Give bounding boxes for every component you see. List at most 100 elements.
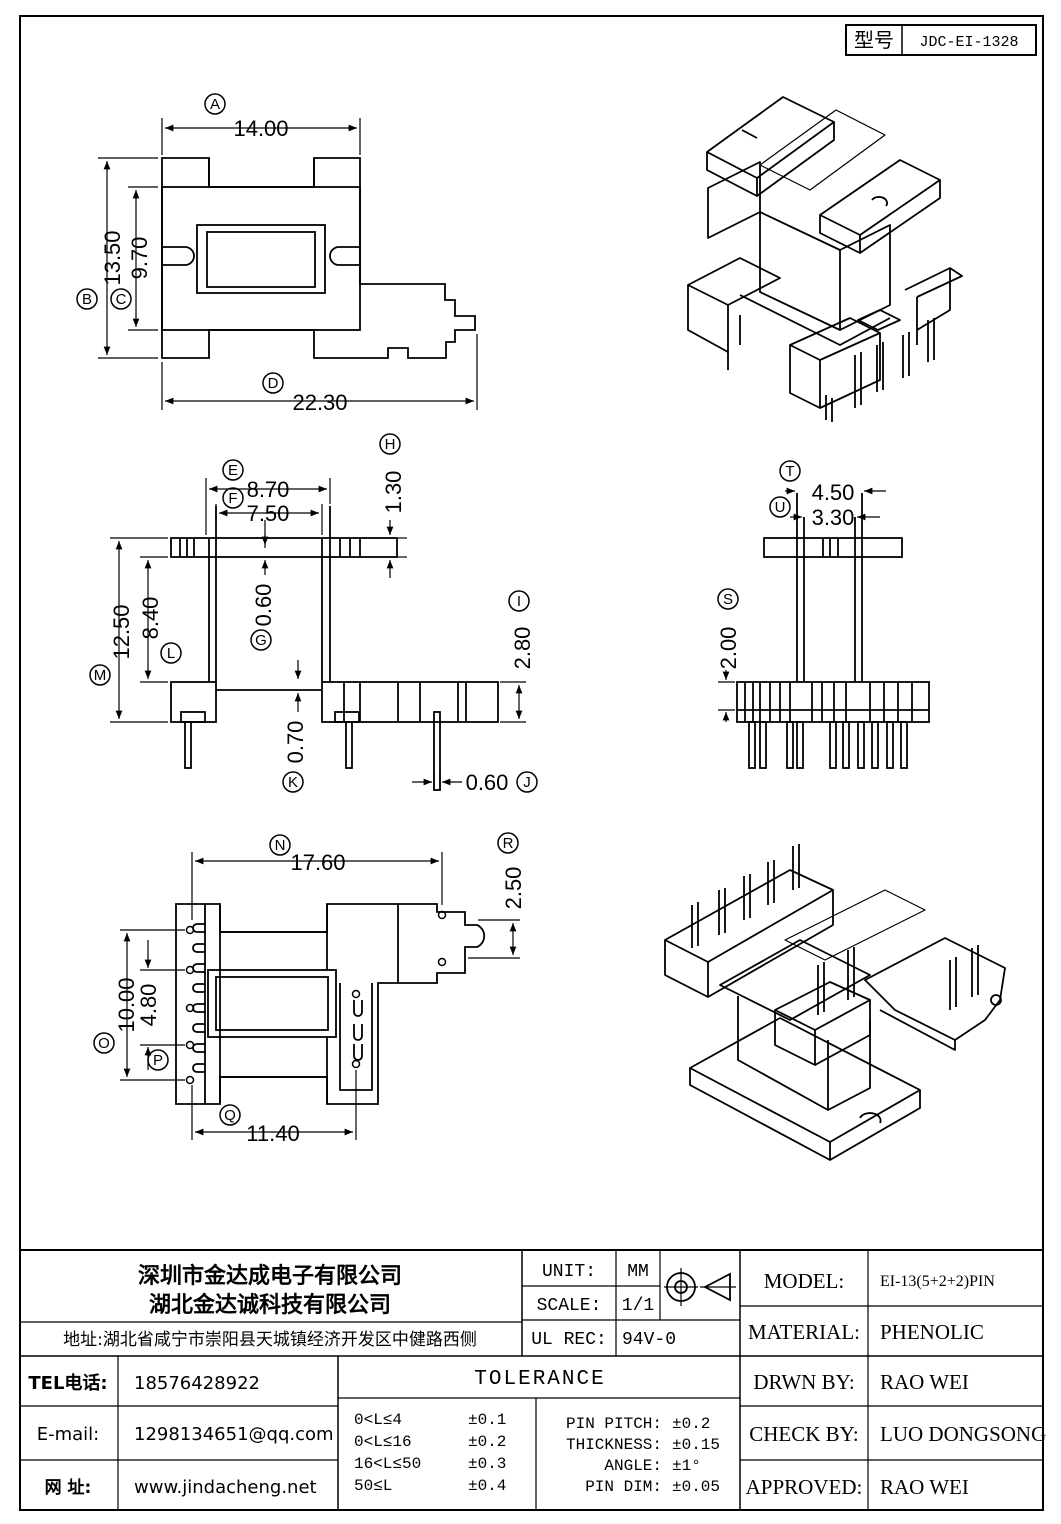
dim-U-value: 3.30 xyxy=(812,505,855,530)
dimension-markers xyxy=(76,93,801,1126)
dim-R-value: 2.50 xyxy=(501,867,526,910)
tol-value-2: ±0.2 xyxy=(468,1433,506,1451)
side-view xyxy=(736,493,930,769)
dim-D-value: 22.30 xyxy=(292,390,347,415)
approved-value: RAO WEI xyxy=(880,1475,969,1499)
model-box-value: JDC-EI-1328 xyxy=(919,34,1018,51)
marker-R: R xyxy=(503,835,514,852)
tol-range-2: 0<L≤16 xyxy=(354,1433,412,1451)
tol-range-1: 0<L≤4 xyxy=(354,1411,402,1429)
top-view-dims xyxy=(98,118,478,410)
marker-J: J xyxy=(523,774,531,791)
dim-A-value: 14.00 xyxy=(233,116,288,141)
angle-label: ANGLE: xyxy=(604,1457,662,1475)
thickness-value: ±0.15 xyxy=(672,1436,720,1454)
marker-G: G xyxy=(255,632,267,649)
unit-value: MM xyxy=(627,1262,649,1282)
marker-L: L xyxy=(167,645,175,662)
marker-B: B xyxy=(82,291,92,308)
pin-pitch-label: PIN PITCH: xyxy=(566,1415,662,1433)
isometric-view-top xyxy=(687,96,963,422)
isometric-view-bottom xyxy=(664,844,1006,1161)
dim-F-value: 7.50 xyxy=(247,501,290,526)
tel-label: TEL电话: xyxy=(28,1372,107,1394)
model-value: EI-13(5+2+2)PIN xyxy=(880,1273,995,1290)
material-value: PHENOLIC xyxy=(880,1320,984,1344)
dim-N-value: 17.60 xyxy=(290,850,345,875)
tol-range-3: 16<L≤50 xyxy=(354,1455,421,1473)
marker-I: I xyxy=(517,593,521,610)
bottom-view-pins xyxy=(185,910,447,1085)
top-view xyxy=(161,157,476,359)
marker-U: U xyxy=(775,499,786,516)
unit-label: UNIT: xyxy=(542,1262,596,1282)
dim-S-value: 2.00 xyxy=(716,627,741,670)
drawn-value: RAO WEI xyxy=(880,1370,969,1394)
tol-value-4: ±0.4 xyxy=(468,1477,506,1495)
check-value: LUO DONGSONG xyxy=(880,1422,1046,1446)
dimension-marker-letters: A B C D E F G H I J K L M N O P Q R S T … xyxy=(82,96,795,1124)
front-view-dims xyxy=(110,478,526,790)
company-name-1: 深圳市金达成电子有限公司 xyxy=(138,1263,402,1289)
drawn-label: DRWN BY: xyxy=(753,1370,854,1394)
pin-pitch-value: ±0.2 xyxy=(672,1415,710,1433)
marker-O: O xyxy=(98,1035,110,1052)
tol-value-1: ±0.1 xyxy=(468,1411,506,1429)
marker-T: T xyxy=(785,463,794,480)
dim-M-value: 12.50 xyxy=(109,604,134,659)
email-label: E-mail: xyxy=(37,1424,100,1445)
dim-P-value: 4.80 xyxy=(136,984,161,1027)
marker-H: H xyxy=(385,436,396,453)
bottom-view-dims xyxy=(120,852,520,1140)
check-label: CHECK BY: xyxy=(749,1422,859,1446)
tol-value-3: ±0.3 xyxy=(468,1455,506,1473)
dim-J-value: 0.60 xyxy=(466,770,509,795)
bottom-view xyxy=(175,903,486,1105)
marker-A: A xyxy=(210,96,220,113)
pin-dim-label: PIN DIM: xyxy=(585,1478,662,1496)
thickness-label: THICKNESS: xyxy=(566,1436,662,1454)
marker-C: C xyxy=(116,291,127,308)
sheet-border xyxy=(19,15,1044,1511)
company-name-2: 湖北金达诚科技有限公司 xyxy=(149,1292,391,1318)
side-view-dims xyxy=(718,487,886,722)
dim-E-value: 8.70 xyxy=(247,477,290,502)
ul-label: UL REC: xyxy=(531,1330,607,1350)
email-value[interactable]: 1298134651@qq.com xyxy=(134,1424,334,1445)
material-label: MATERIAL: xyxy=(748,1320,860,1344)
tolerance-specs: PIN PITCH: ±0.2 THICKNESS: ±0.15 ANGLE: … xyxy=(566,1415,720,1496)
model-box-label: 型号 xyxy=(854,28,894,52)
dim-L-value: 8.40 xyxy=(138,597,163,640)
dim-T-value: 4.50 xyxy=(812,480,855,505)
tel-value: 18576428922 xyxy=(134,1373,260,1394)
dim-B-value: 13.50 xyxy=(100,230,125,285)
marker-K: K xyxy=(288,774,298,791)
tolerance-ranges: 0<L≤4 ±0.1 0<L≤16 ±0.2 16<L≤50 ±0.3 50≤L… xyxy=(354,1411,506,1495)
marker-F: F xyxy=(228,490,237,507)
marker-P: P xyxy=(153,1052,163,1069)
ul-value: 94V-0 xyxy=(622,1330,676,1350)
tolerance-title: TOLERANCE xyxy=(474,1368,605,1391)
web-value[interactable]: www.jindacheng.net xyxy=(134,1477,317,1498)
dim-K-value: 0.70 xyxy=(283,721,308,764)
model-label: MODEL: xyxy=(764,1269,845,1293)
pin-dim-value: ±0.05 xyxy=(672,1478,720,1496)
title-block xyxy=(20,1249,1043,1510)
marker-Q: Q xyxy=(224,1107,236,1124)
dim-H-value: 1.30 xyxy=(381,471,406,514)
dim-Q-value: 11.40 xyxy=(246,1121,299,1146)
dim-C-value: 9.70 xyxy=(127,237,152,280)
approved-label: APPROVED: xyxy=(746,1475,863,1499)
web-label: 网 址: xyxy=(45,1478,92,1498)
dim-I-value: 2.80 xyxy=(510,627,535,670)
angle-value: ±1° xyxy=(672,1457,701,1475)
scale-value: 1/1 xyxy=(622,1296,654,1316)
company-address: 地址:湖北省咸宁市崇阳县天城镇经济开发区中健路西侧 xyxy=(63,1330,477,1350)
marker-N: N xyxy=(275,837,286,854)
front-view xyxy=(170,506,499,791)
marker-S: S xyxy=(723,591,733,608)
tol-range-4: 50≤L xyxy=(354,1477,392,1495)
marker-M: M xyxy=(94,667,107,684)
marker-D: D xyxy=(268,375,279,392)
